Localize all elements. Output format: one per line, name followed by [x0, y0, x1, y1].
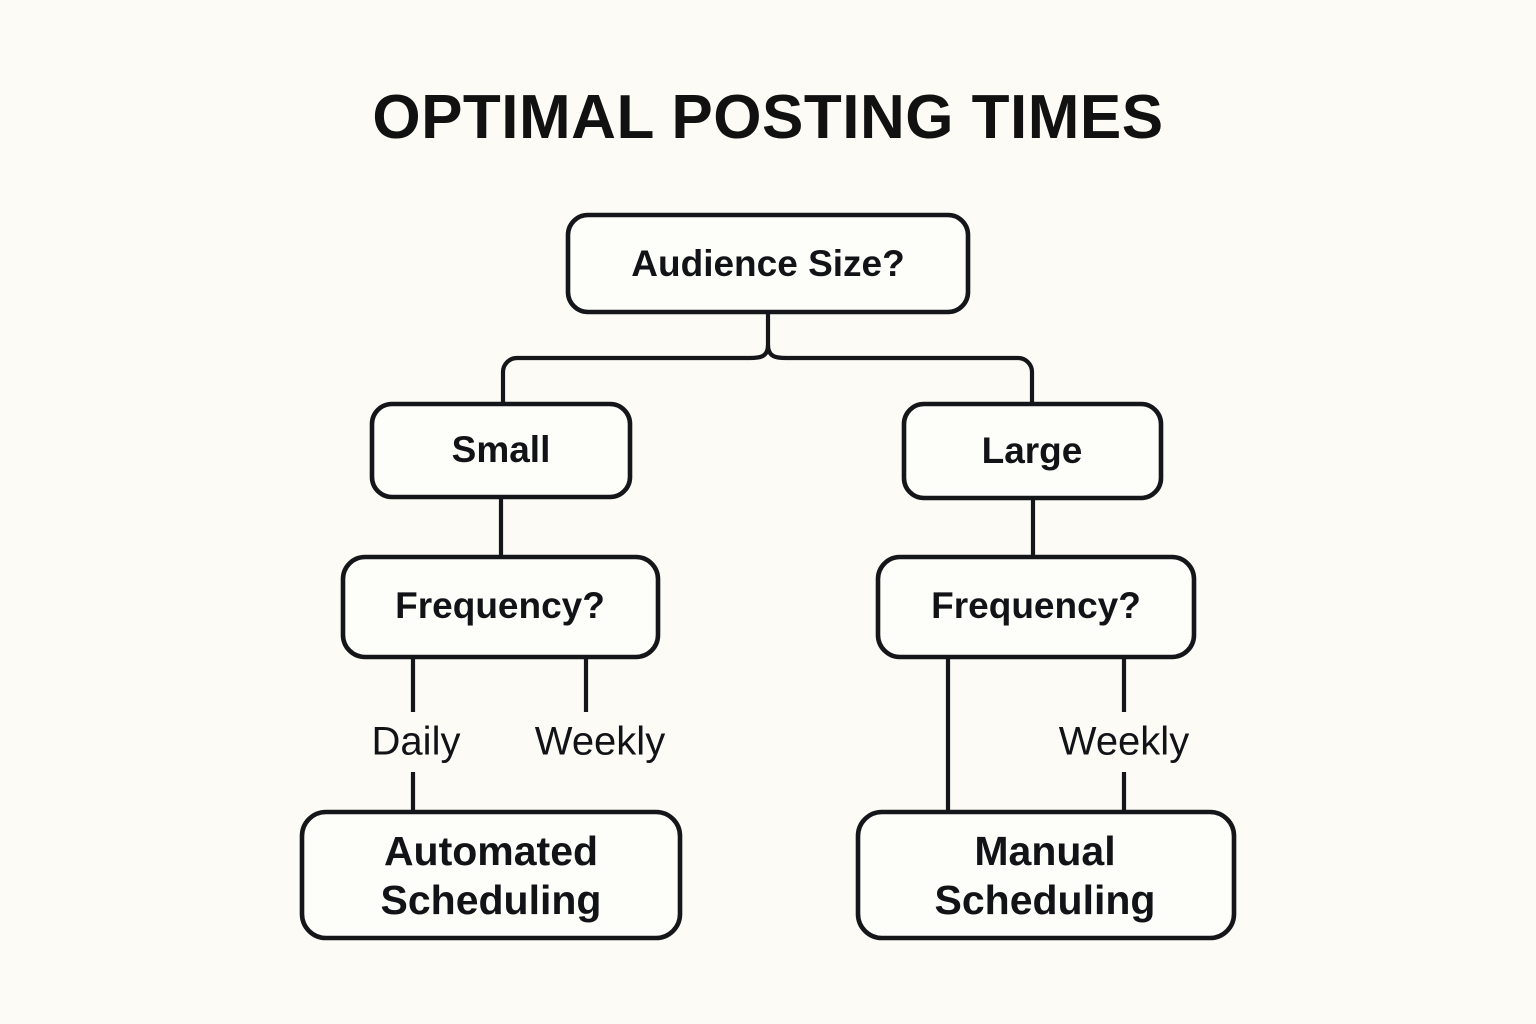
page-title: OPTIMAL POSTING TIMES: [372, 83, 1164, 152]
node-automated-scheduling-label-line2: Scheduling: [381, 877, 602, 923]
node-frequency-right-box[interactable]: [875, 554, 1197, 660]
edge-root-fork-left: [749, 344, 771, 361]
edge-root-to-large: [786, 355, 1035, 404]
node-large-label: Large: [982, 430, 1083, 471]
node-frequency-left-label: Frequency?: [395, 585, 605, 626]
edge-label-weekly-right: Weekly: [1059, 720, 1189, 764]
node-large[interactable]: Large: [901, 401, 1164, 501]
node-frequency-left[interactable]: Frequency?: [340, 554, 661, 660]
node-manual-scheduling-box[interactable]: [855, 809, 1237, 941]
edge-root-fork-right: [765, 344, 787, 361]
node-automated-scheduling[interactable]: Automated Scheduling: [299, 809, 683, 941]
node-small-label: Small: [452, 429, 551, 470]
node-frequency-left-box[interactable]: [340, 554, 661, 660]
node-frequency-right[interactable]: Frequency?: [875, 554, 1197, 660]
node-audience-size-box[interactable]: [565, 212, 971, 315]
node-audience-size-label: Audience Size?: [631, 243, 904, 284]
edge-label-weekly-left: Weekly: [535, 720, 665, 764]
node-manual-scheduling-label-line2: Scheduling: [935, 877, 1156, 923]
edge-root-to-small: [500, 355, 750, 404]
node-manual-scheduling[interactable]: Manual Scheduling: [855, 809, 1237, 941]
node-small[interactable]: Small: [369, 401, 633, 500]
node-audience-size[interactable]: Audience Size?: [565, 212, 971, 315]
node-automated-scheduling-label-line1: Automated: [384, 828, 598, 874]
edge-label-daily: Daily: [372, 720, 461, 764]
node-manual-scheduling-label-line1: Manual: [974, 828, 1115, 874]
node-large-box[interactable]: [901, 401, 1164, 501]
node-automated-scheduling-box[interactable]: [299, 809, 683, 941]
node-small-box[interactable]: [369, 401, 633, 500]
node-frequency-right-label: Frequency?: [931, 585, 1141, 626]
